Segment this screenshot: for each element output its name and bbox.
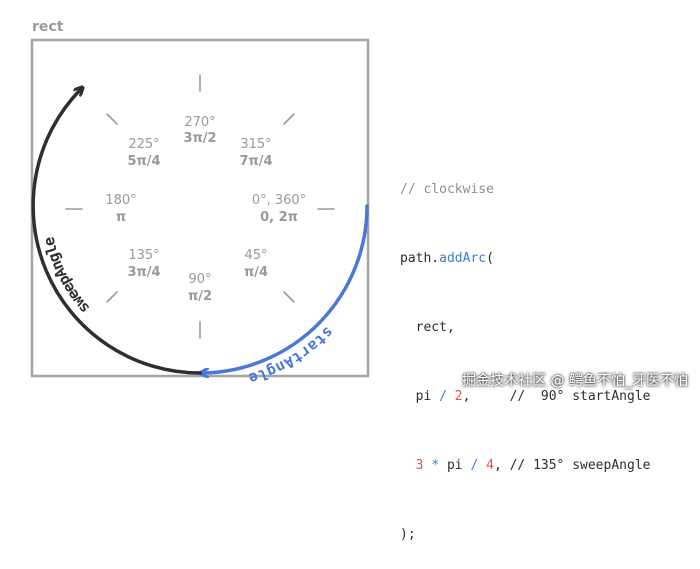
angle-90-deg: 90° xyxy=(188,272,211,287)
code-snippet: // clockwise path.addArc( rect, pi / 2, … xyxy=(400,132,650,569)
tick-315 xyxy=(283,113,295,125)
code-line-5: 3 * pi / 4, // 135° sweepAngle xyxy=(400,454,651,477)
start-angle-arc xyxy=(204,204,369,373)
code-l4-e: , xyxy=(493,458,510,473)
code-l3-op: / xyxy=(439,389,447,404)
code-close: ); xyxy=(400,527,416,542)
code-l4-num2: 4 xyxy=(486,458,494,473)
angle-90-rad: π/2 xyxy=(188,289,212,304)
tick-45 xyxy=(283,291,295,303)
arc-diagram: rect 270° 3π/2 225° 5π/4 315° 7π/4 180° … xyxy=(30,19,370,388)
code-l4-comment: // 135° sweepAngle xyxy=(509,458,651,473)
start-angle-label: startAngle xyxy=(247,323,338,388)
watermark: 掘金技术社区 @ 鳄鱼不怕_牙医不怕 xyxy=(462,373,688,389)
angle-labels: 270° 3π/2 225° 5π/4 315° 7π/4 180° π 0°,… xyxy=(105,115,306,304)
code-arg-rect: rect, xyxy=(400,320,455,335)
code-l4-op2: / xyxy=(470,458,479,473)
angle-180-deg: 180° xyxy=(105,193,136,208)
angle-180-rad: π xyxy=(116,210,126,225)
code-call-fn: addArc xyxy=(439,251,487,266)
angle-270-deg: 270° xyxy=(184,115,215,130)
angle-225-deg: 225° xyxy=(128,137,159,152)
tick-225 xyxy=(106,113,118,125)
angle-315-deg: 315° xyxy=(240,137,271,152)
code-l3-b xyxy=(447,389,455,404)
tick-135 xyxy=(106,291,118,303)
code-l4-num1: 3 xyxy=(415,458,424,473)
code-call-open: ( xyxy=(486,251,494,266)
code-l3-comment: // 90° startAngle xyxy=(509,389,651,404)
angle-225-rad: 5π/4 xyxy=(127,154,160,169)
code-line-3: rect, xyxy=(400,316,650,339)
angle-315-rad: 7π/4 xyxy=(239,154,272,169)
code-l3-num: 2 xyxy=(454,389,463,404)
angle-45-rad: π/4 xyxy=(244,265,268,280)
angle-270-rad: 3π/2 xyxy=(183,131,216,146)
angle-0-deg: 0°, 360° xyxy=(252,193,306,208)
angle-135-rad: 3π/4 xyxy=(127,265,160,280)
angle-45-deg: 45° xyxy=(244,248,267,263)
code-call-obj: path. xyxy=(400,251,440,266)
code-line-6: ); xyxy=(400,523,650,546)
start-angle-label-text: startAngle xyxy=(247,323,338,388)
code-comment: // clockwise xyxy=(400,182,494,197)
tick-marks xyxy=(65,74,335,339)
code-l4-c: pi xyxy=(439,458,471,473)
angle-135-deg: 135° xyxy=(128,248,159,263)
code-l4-b xyxy=(423,458,431,473)
code-l4-op1: * xyxy=(431,458,440,473)
code-l3-c: , xyxy=(462,389,510,404)
code-line-1: // clockwise xyxy=(400,178,650,201)
code-l4-d xyxy=(478,458,486,473)
code-l3-a: pi xyxy=(400,389,440,404)
sweep-angle-arc xyxy=(31,90,202,375)
angle-0-rad: 0, 2π xyxy=(260,210,298,225)
rect-label: rect xyxy=(32,19,64,35)
code-l4-a xyxy=(400,458,416,473)
code-line-2: path.addArc( xyxy=(400,247,650,270)
